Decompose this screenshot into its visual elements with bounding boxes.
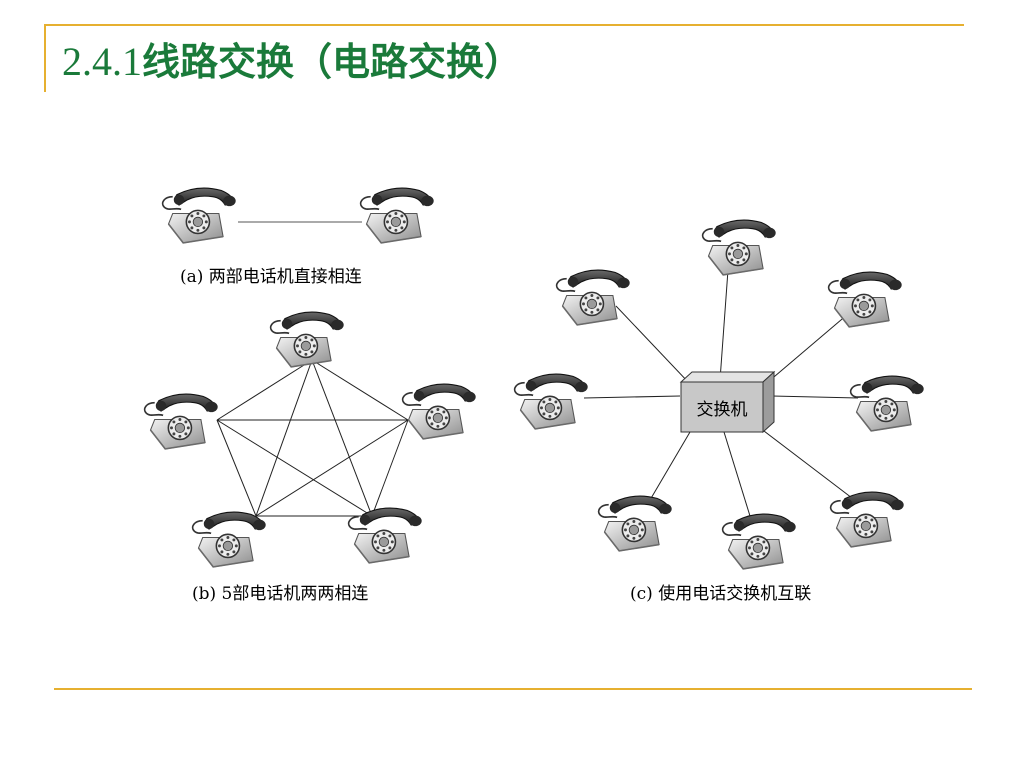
telephone-icon	[191, 511, 267, 568]
top-rule	[44, 24, 964, 26]
telephone-icon	[827, 271, 903, 328]
caption-c: (c) 使用电话交换机互联	[630, 584, 812, 604]
telephone-icon	[143, 393, 219, 450]
caption-a: (a) 两部电话机直接相连	[180, 267, 362, 287]
telephone-icon	[597, 495, 673, 552]
telephone-icon	[849, 375, 925, 432]
switch-label: 交换机	[696, 399, 748, 420]
caption-b: (b) 5部电话机两两相连	[192, 584, 369, 604]
bottom-rule	[54, 688, 972, 690]
telephone-icon	[269, 311, 345, 368]
telephone-icon	[721, 513, 797, 570]
telephone-icon	[513, 373, 589, 430]
mesh-links	[216, 359, 409, 517]
telephone-icon	[161, 187, 237, 244]
title-text: 线路交换（电路交换）	[142, 40, 523, 84]
title-number: 2.4.1	[62, 39, 142, 84]
left-accent-rule	[44, 24, 46, 92]
telephone-icon	[701, 219, 777, 276]
telephone-icon	[555, 269, 631, 326]
telephone-icon	[359, 187, 435, 244]
telephone-icon	[829, 491, 905, 548]
switch-links	[583, 269, 859, 517]
slide-title: 2.4.1线路交换（电路交换）	[62, 42, 522, 82]
telephone-icon	[401, 383, 477, 440]
switch-box	[679, 370, 776, 434]
